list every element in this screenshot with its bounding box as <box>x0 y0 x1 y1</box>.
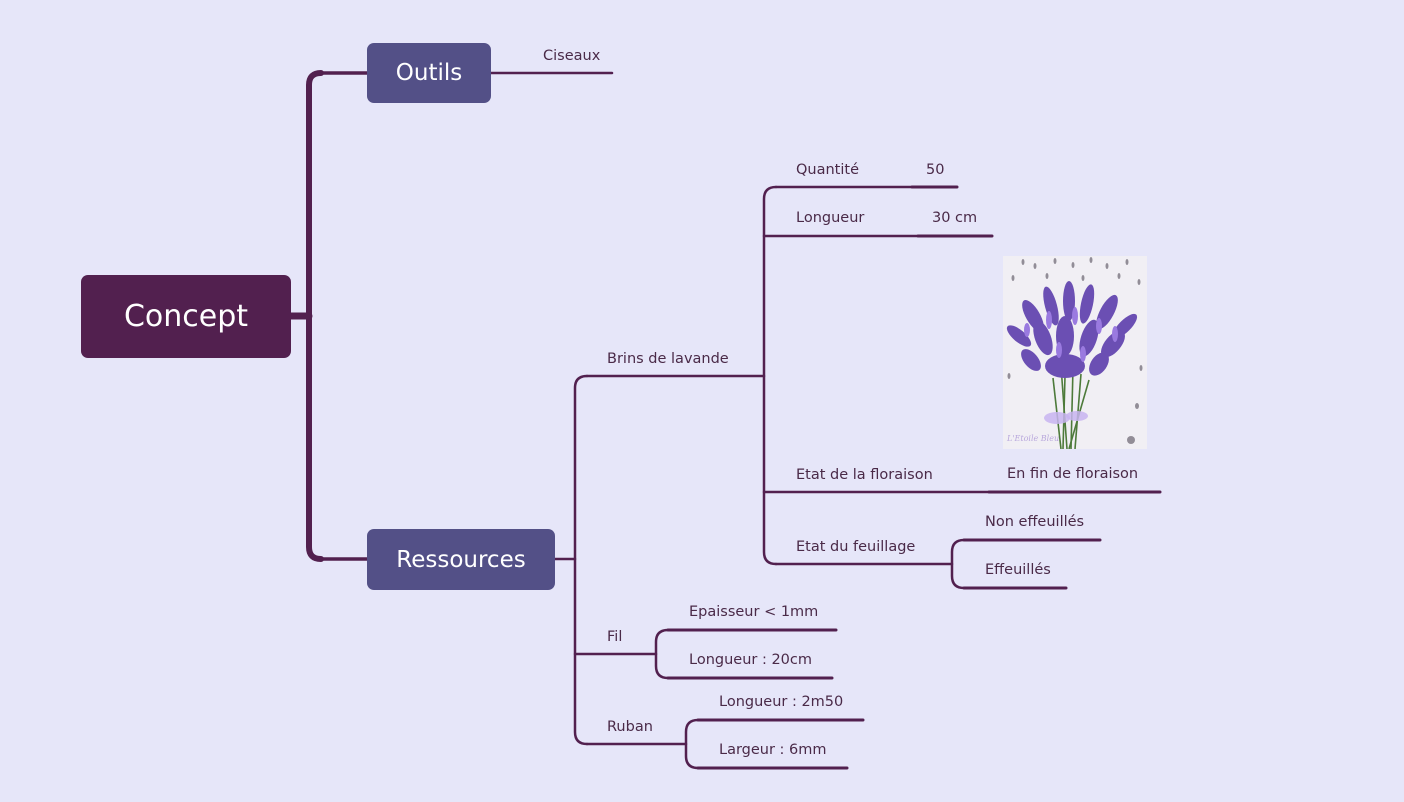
lavender-bouquet-image[interactable]: L'Etoile Bleu <box>1003 256 1147 449</box>
topic-outils-label: Outils <box>395 60 463 86</box>
image-watermark: L'Etoile Bleu <box>1006 434 1059 443</box>
value-quantite[interactable]: 50 <box>926 162 945 178</box>
value-ruban-largeur[interactable]: Largeur : 6mm <box>719 742 827 758</box>
topic-ressources-label: Ressources <box>396 546 526 573</box>
central-topic-label: Concept <box>123 299 249 334</box>
lavender-illustration: L'Etoile Bleu <box>1003 256 1147 449</box>
connector-brins-spine <box>762 185 778 566</box>
value-floraison[interactable]: En fin de floraison <box>1007 466 1139 482</box>
subtopic-etat-feuillage[interactable]: Etat du feuillage <box>796 539 916 555</box>
central-topic[interactable]: Concept <box>81 275 291 358</box>
connector-feuillage-spine <box>950 538 966 590</box>
value-ruban-longueur[interactable]: Longueur : 2m50 <box>719 694 844 710</box>
subtopic-brins-de-lavande[interactable]: Brins de lavande <box>607 351 729 367</box>
topic-ressources[interactable]: Ressources <box>367 529 555 590</box>
subtopic-ciseaux[interactable]: Ciseaux <box>543 48 601 64</box>
value-effeuilles[interactable]: Effeuillés <box>985 562 1051 578</box>
topic-outils[interactable]: Outils <box>367 43 491 103</box>
subtopic-quantite[interactable]: Quantité <box>796 162 859 178</box>
subtopic-longueur[interactable]: Longueur <box>796 210 865 226</box>
subtopic-fil[interactable]: Fil <box>607 629 623 645</box>
subtopic-etat-floraison[interactable]: Etat de la floraison <box>796 467 933 483</box>
value-longueur[interactable]: 30 cm <box>932 210 978 226</box>
value-fil-epaisseur[interactable]: Epaisseur < 1mm <box>689 604 819 620</box>
value-non-effeuilles[interactable]: Non effeuillés <box>985 514 1085 530</box>
value-fil-longueur[interactable]: Longueur : 20cm <box>689 652 813 668</box>
connector-trunk <box>306 70 324 562</box>
connector-ressources-spine <box>573 374 589 746</box>
connector-fil-spine <box>654 628 670 680</box>
connector-ruban-spine <box>684 718 700 770</box>
subtopic-ruban[interactable]: Ruban <box>607 719 653 735</box>
